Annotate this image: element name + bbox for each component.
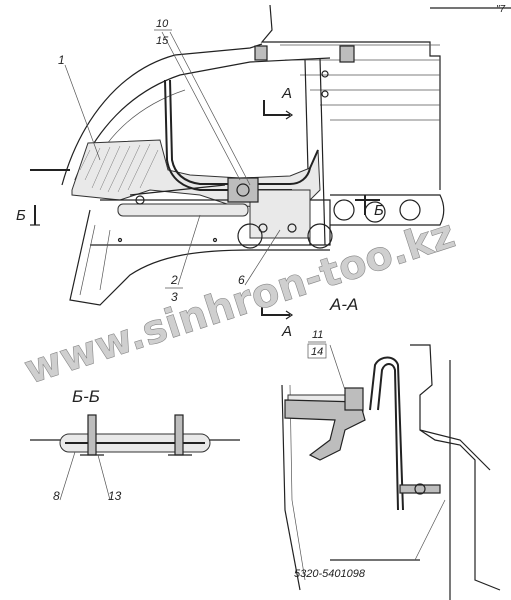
bottom-clamp bbox=[399, 484, 441, 494]
rivet-2 bbox=[321, 90, 329, 98]
rubber-seal-section bbox=[284, 399, 366, 461]
section-title-bb: Б-Б bbox=[72, 387, 100, 406]
callout-3: 3 bbox=[171, 290, 178, 304]
wall-left bbox=[281, 384, 301, 591]
section-title-aa: А-А bbox=[329, 295, 358, 314]
bolt-left bbox=[87, 414, 97, 456]
fairing-outer bbox=[61, 43, 263, 186]
callout-labels: 1 10 15 2 3 6 11 14 8 13 bbox=[53, 18, 327, 503]
bolt-right bbox=[174, 414, 184, 456]
callout-8: 8 bbox=[53, 489, 60, 503]
callout-10: 10 bbox=[156, 18, 169, 30]
section-mark-a-top: А bbox=[281, 85, 292, 102]
callout-6: 6 bbox=[238, 273, 245, 287]
duct-hatching bbox=[79, 143, 159, 193]
frame-rail bbox=[330, 194, 445, 226]
corner-mark: "7 bbox=[496, 4, 506, 15]
cab-wall-right bbox=[410, 344, 501, 591]
fastener bbox=[344, 387, 364, 411]
clip-profile bbox=[369, 356, 404, 511]
cut-line-a-top bbox=[263, 100, 290, 116]
cab-panel-outline bbox=[260, 4, 441, 190]
lower-housing bbox=[69, 209, 251, 306]
callout-2: 2 bbox=[170, 273, 178, 287]
top-bracket-right bbox=[339, 45, 355, 63]
main-view bbox=[30, 4, 511, 320]
callout-11: 11 bbox=[312, 329, 323, 341]
support-frame bbox=[90, 199, 331, 246]
bracket-bar bbox=[117, 203, 249, 217]
section-a-a bbox=[281, 344, 501, 600]
sealing-rubber bbox=[169, 79, 319, 185]
callout-14: 14 bbox=[311, 346, 323, 358]
clamp-assembly bbox=[227, 177, 259, 203]
section-mark-a-bottom: А bbox=[281, 323, 292, 340]
callout-15: 15 bbox=[156, 35, 169, 47]
mount-plate bbox=[249, 189, 311, 239]
rivet-1 bbox=[321, 70, 329, 78]
section-b-b bbox=[30, 414, 240, 501]
section-mark-b-left: Б bbox=[16, 207, 26, 224]
callout-1: 1 bbox=[58, 53, 65, 67]
part-number-label: 5320-5401098 bbox=[294, 568, 366, 580]
cut-line-a-bottom bbox=[261, 300, 290, 316]
callout-13: 13 bbox=[108, 489, 122, 503]
section-mark-b-right: Б bbox=[374, 202, 384, 219]
section-marks: А А Б Б А-А Б-Б bbox=[16, 85, 384, 406]
top-bracket-left bbox=[254, 45, 268, 61]
bolt-2 bbox=[287, 223, 297, 233]
cab-panel-ribs bbox=[280, 44, 440, 76]
